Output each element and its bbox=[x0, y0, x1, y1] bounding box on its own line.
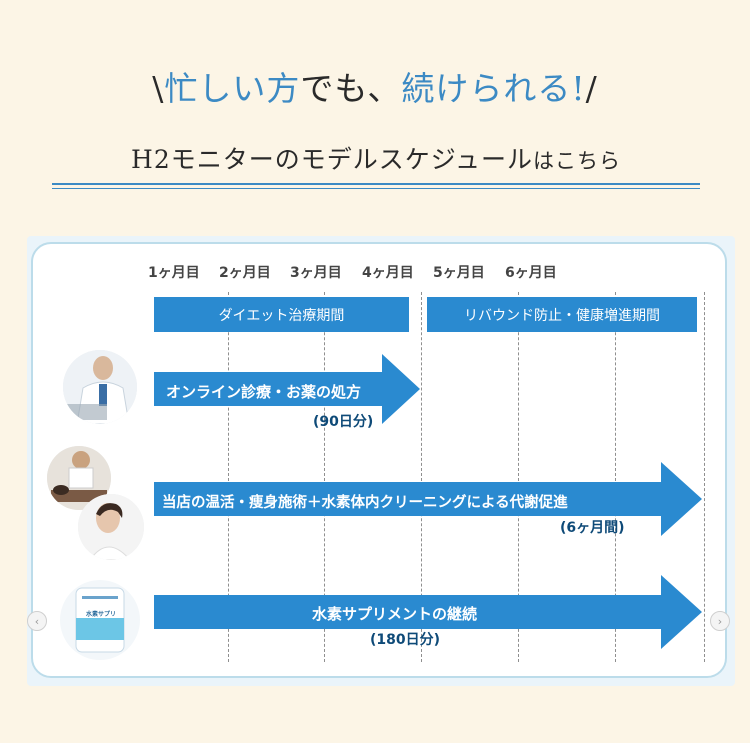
phase-label-diet: ダイエット治療期間 bbox=[218, 307, 345, 324]
chevron-right-icon: › bbox=[717, 614, 723, 628]
grid-line bbox=[324, 292, 325, 662]
arrow-label-1: オンライン診療・お薬の処方 bbox=[166, 383, 362, 401]
grid-line bbox=[518, 292, 519, 662]
arrow-label-2: 当店の温活・痩身施術＋水素体内クリーニングによる代謝促進 bbox=[162, 495, 568, 511]
subhead-tail: はこちら bbox=[532, 149, 621, 173]
arrow-duration-1: (90日分) bbox=[313, 414, 374, 430]
phase-label-rebound: リバウンド防止・健康増進期間 bbox=[464, 307, 660, 324]
arrow-row-1 bbox=[154, 354, 420, 424]
headline-part2: でも、 bbox=[300, 69, 402, 108]
month-label-4: 4ヶ月目 bbox=[362, 265, 414, 281]
grid-line bbox=[704, 292, 705, 662]
grid-line bbox=[421, 292, 422, 662]
month-label-3: 3ヶ月目 bbox=[290, 265, 342, 281]
doctor-photo bbox=[63, 350, 137, 424]
month-label-6: 6ヶ月目 bbox=[505, 265, 557, 281]
carousel-next-button[interactable]: › bbox=[710, 611, 730, 631]
arrow-row-3 bbox=[154, 575, 702, 649]
subhead-block: H2モニターのモデルスケジュールはこちら bbox=[52, 140, 700, 189]
subhead-underline-thin bbox=[52, 188, 700, 189]
subhead-underline bbox=[52, 183, 700, 185]
grid-line bbox=[228, 292, 229, 662]
headline-part3: 続けられる! bbox=[401, 69, 586, 108]
arrow-label-3: 水素サプリメントの継続 bbox=[312, 605, 478, 623]
headline-part1: 忙しい方 bbox=[164, 69, 301, 108]
phase-bar-diet: ダイエット治療期間 bbox=[154, 297, 409, 332]
carousel-prev-button[interactable]: ‹ bbox=[27, 611, 47, 631]
month-label-2: 2ヶ月目 bbox=[219, 265, 271, 281]
phase-bar-rebound: リバウンド防止・健康増進期間 bbox=[427, 297, 697, 332]
subhead-main: H2モニターのモデルスケジュール bbox=[131, 145, 533, 174]
month-label-5: 5ヶ月目 bbox=[433, 265, 485, 281]
subhead: H2モニターのモデルスケジュールはこちら bbox=[52, 140, 700, 176]
arrow-duration-2: (6ヶ月間) bbox=[560, 520, 625, 536]
arrow-row-2 bbox=[154, 462, 702, 536]
woman-photo bbox=[78, 494, 144, 560]
chevron-left-icon: ‹ bbox=[34, 614, 40, 628]
supplement-photo: 水素サプリ bbox=[60, 580, 140, 660]
headline-prefix: \ bbox=[152, 69, 165, 108]
headline: \忙しい方でも、続けられる!/ bbox=[0, 62, 750, 110]
month-label-1: 1ヶ月目 bbox=[148, 265, 200, 281]
headline-suffix: / bbox=[585, 69, 598, 108]
arrow-duration-3: (180日分) bbox=[370, 632, 441, 648]
grid-line bbox=[615, 292, 616, 662]
supplement-photo-text: 水素サプリ bbox=[86, 611, 117, 618]
